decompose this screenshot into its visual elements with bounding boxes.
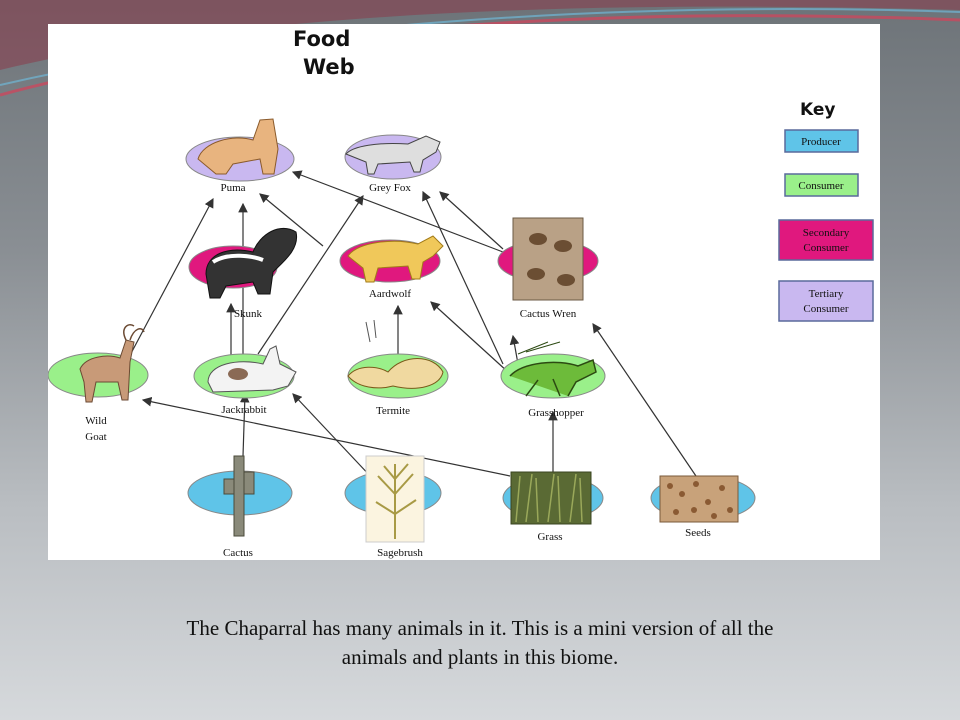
node-grey-fox-label: Grey Fox (369, 182, 411, 194)
diagram-title-line2: Web (303, 55, 355, 79)
key-tertiary-label-line2: Consumer (803, 303, 849, 315)
key-producer-label: Producer (801, 136, 841, 148)
key-tertiary-swatch (778, 280, 874, 322)
key-consumer-swatch (784, 173, 859, 197)
skunk-icon (205, 227, 298, 299)
termite-icon (347, 358, 444, 389)
node-seeds: Seeds (650, 475, 756, 539)
key-heading: Key (800, 100, 836, 120)
node-jackrabbit: Jackrabbit (193, 345, 297, 416)
cactus-icon (223, 455, 255, 537)
node-sagebrush: Sagebrush (344, 455, 442, 559)
puma-icon (197, 118, 279, 175)
caption-line2: animals and plants in this biome. (341, 645, 619, 669)
node-cactus-wren-label: Cactus Wren (520, 308, 577, 320)
node-puma-label: Puma (220, 182, 245, 194)
key-consumer-label: Consumer (798, 180, 844, 192)
key-secondary-label-line2: Consumer (803, 242, 849, 254)
node-seeds-label: Seeds (685, 527, 711, 539)
food-web-arrows (127, 170, 699, 480)
food-web-diagram: Food Web Key Producer Consumer (48, 24, 880, 560)
aardwolf-icon (347, 235, 444, 283)
slide-caption: The Chaparral has many animals in it. Th… (100, 614, 860, 672)
node-aardwolf-label: Aardwolf (369, 288, 411, 300)
diagram-title-line1: Food (293, 27, 350, 51)
node-cactus-label: Cactus (223, 547, 253, 559)
node-sagebrush-label: Sagebrush (377, 547, 423, 559)
key-secondary-label-line1: Secondary (803, 227, 850, 239)
node-skunk: Skunk (188, 227, 298, 320)
node-cactus-wren: Cactus Wren (497, 217, 599, 320)
seeds-icon (659, 475, 739, 523)
key-secondary-swatch (778, 219, 874, 261)
node-aardwolf: Aardwolf (339, 235, 444, 300)
food-web-svg: Food Web Key Producer Consumer (48, 27, 874, 559)
node-grasshopper: Grasshopper (500, 341, 606, 419)
wild-goat-icon (79, 339, 135, 403)
node-puma: Puma (185, 118, 295, 194)
node-wild-goat: Wild Goat (48, 324, 149, 443)
key-tertiary-label-line1: Tertiary (809, 288, 844, 300)
node-grass: Grass (502, 471, 604, 543)
key-producer-swatch (784, 129, 859, 153)
node-grey-fox: Grey Fox (344, 134, 442, 194)
grasshopper-icon (509, 358, 597, 397)
node-wild-goat-label-line1: Wild (85, 415, 107, 427)
cactus-wren-photo-icon (512, 217, 584, 301)
node-termite: Termite (347, 319, 449, 417)
node-wild-goat-label-line2: Goat (85, 431, 106, 443)
caption-line1: The Chaparral has many animals in it. Th… (186, 616, 774, 640)
node-grass-label: Grass (537, 531, 562, 543)
node-skunk-label: Skunk (234, 308, 263, 320)
node-cactus: Cactus (187, 455, 293, 559)
node-grasshopper-label: Grasshopper (528, 407, 584, 419)
node-jackrabbit-label: Jackrabbit (221, 404, 266, 416)
grey-fox-icon (345, 135, 441, 175)
node-termite-label: Termite (376, 405, 410, 417)
jackrabbit-icon (207, 345, 297, 393)
